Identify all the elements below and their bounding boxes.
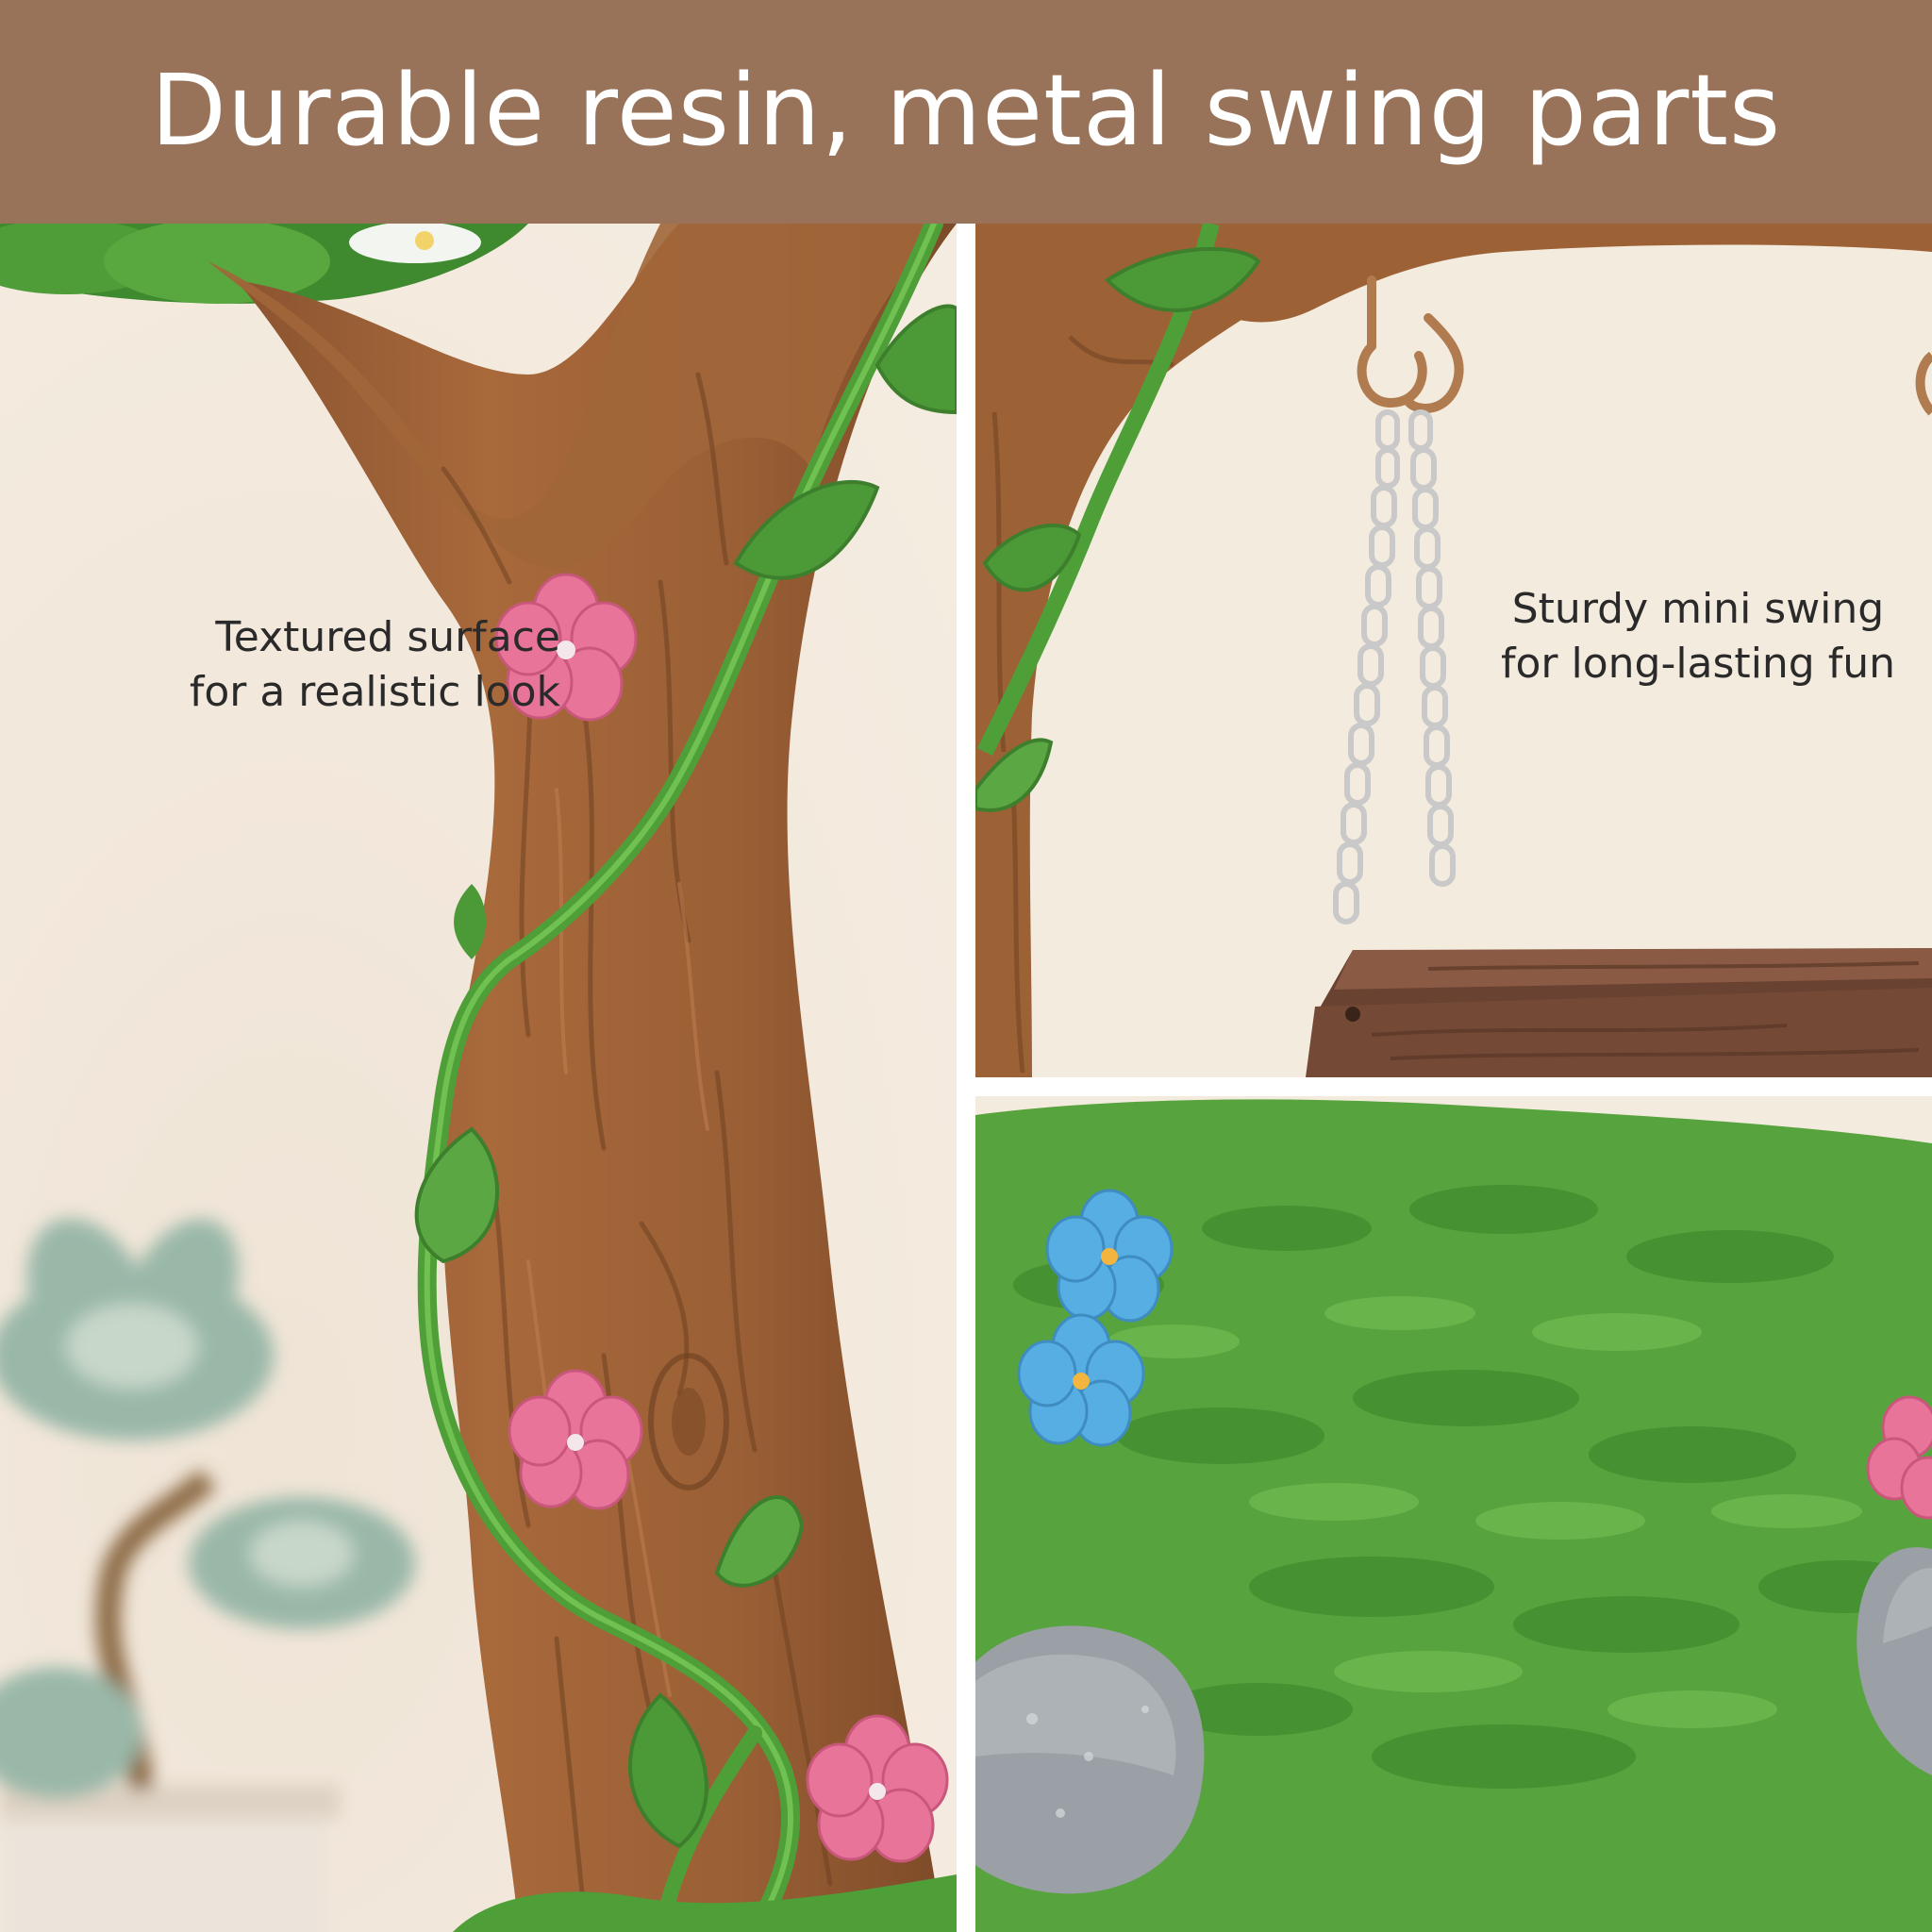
swing-seat: [1306, 948, 1932, 1077]
banner-title: Durable resin, metal swing parts: [150, 52, 1782, 168]
pink-flower-icon: [806, 1714, 949, 1863]
trunk-closeup-panel: Textured surface for a realistic look: [0, 224, 957, 1932]
trunk-illustration: [0, 224, 957, 1932]
swing-closeup-panel: Sturdy mini swing for long-lasting fun: [975, 224, 1932, 1077]
swing-chain: [1333, 409, 1456, 924]
blue-flower-icon: [1045, 1189, 1174, 1323]
title-banner: Durable resin, metal swing parts: [0, 0, 1932, 224]
right-caption: Sturdy mini swing for long-lasting fun: [1491, 582, 1906, 691]
grass-base-panel: [975, 1096, 1932, 1932]
swing-illustration: [975, 224, 1932, 1077]
panel-divider-horizontal: [975, 1077, 1932, 1096]
panel-divider-vertical: [957, 224, 975, 1932]
swing-hook: [1357, 275, 1464, 413]
right-caption-line1: Sturdy mini swing: [1511, 585, 1885, 633]
swing-tree-trunk: [975, 224, 1372, 1077]
left-caption-line2: for a realistic look: [189, 668, 560, 716]
right-caption-line2: for long-lasting fun: [1501, 640, 1895, 688]
blue-flower-icon: [1017, 1313, 1145, 1447]
pink-flower-icon: [508, 1369, 643, 1510]
grass-base-illustration: [975, 1096, 1932, 1932]
rock: [1857, 1547, 1932, 1775]
rock: [975, 1625, 1205, 1894]
left-caption-line1: Textured surface: [215, 613, 560, 661]
pink-flower-icon: [494, 573, 638, 722]
left-caption: Textured surface for a realistic look: [190, 610, 560, 720]
succulent-icon: [0, 1218, 415, 1932]
vine-leaves: [414, 304, 957, 1849]
canopy-leaves: [0, 224, 528, 304]
pink-flower-icon: [1866, 1395, 1932, 1520]
